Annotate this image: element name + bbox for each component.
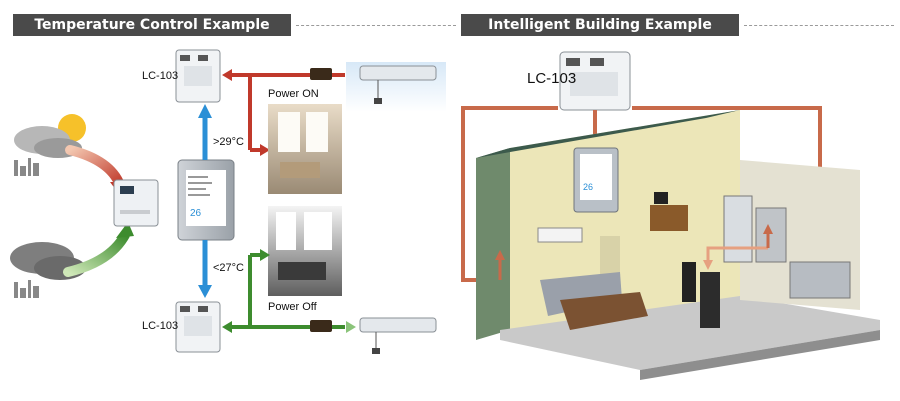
air-conditioner-bottom	[359, 317, 437, 354]
arrow-to-ac-head	[495, 250, 505, 260]
lc103-bottom-device	[175, 301, 221, 353]
relay-top	[310, 68, 332, 80]
arrow-to-tv	[706, 246, 768, 262]
lc103-right-device	[559, 51, 631, 111]
power-off-label: Power Off	[268, 301, 317, 313]
threshold-low-label: <27°C	[213, 262, 245, 274]
right-title-divider	[744, 25, 894, 26]
power-on-branch-head	[260, 144, 270, 156]
temperature-sensor-module	[113, 179, 159, 227]
right-panel-title: Intelligent Building Example	[461, 14, 739, 36]
room-sofa	[280, 162, 320, 178]
lc103-bottom-label: LC-103	[142, 320, 179, 332]
right-panel-display-value: 26	[583, 182, 593, 192]
power-on-arrow-left	[222, 69, 232, 81]
air-conditioner-top	[346, 62, 446, 112]
room-window-4	[304, 212, 332, 250]
right-touch-panel	[573, 147, 619, 213]
data-arrow-down-head	[198, 285, 212, 298]
data-arrow-up-head	[198, 104, 212, 118]
building-illustration	[476, 110, 880, 380]
power-on-label: Power ON	[268, 88, 319, 100]
left-panel-title: Temperature Control Example	[13, 14, 291, 36]
lc103-right-label: LC-103	[527, 70, 577, 87]
power-off-arrow-left	[222, 321, 232, 333]
room-window-1	[278, 112, 300, 152]
hot-weather-icon	[14, 114, 86, 176]
threshold-high-label: >29°C	[213, 136, 245, 148]
room-furniture	[278, 262, 326, 280]
lc103-top-label: LC-103	[142, 70, 179, 82]
left-panel-display-value: 26	[190, 208, 202, 219]
touch-panel-device	[177, 159, 235, 241]
arrow-to-fridge-head	[763, 224, 773, 234]
power-off-arrow-right	[346, 321, 356, 333]
relay-bottom	[310, 320, 332, 332]
arrow-to-tv-head	[703, 260, 713, 270]
left-title-divider	[296, 25, 456, 26]
room-window-3	[276, 212, 296, 250]
power-off-branch-head	[260, 249, 270, 261]
room-window-2	[306, 112, 328, 152]
lc103-top-device	[175, 49, 221, 103]
hot-input-arrow	[65, 145, 125, 190]
cold-input-arrow	[63, 230, 130, 277]
